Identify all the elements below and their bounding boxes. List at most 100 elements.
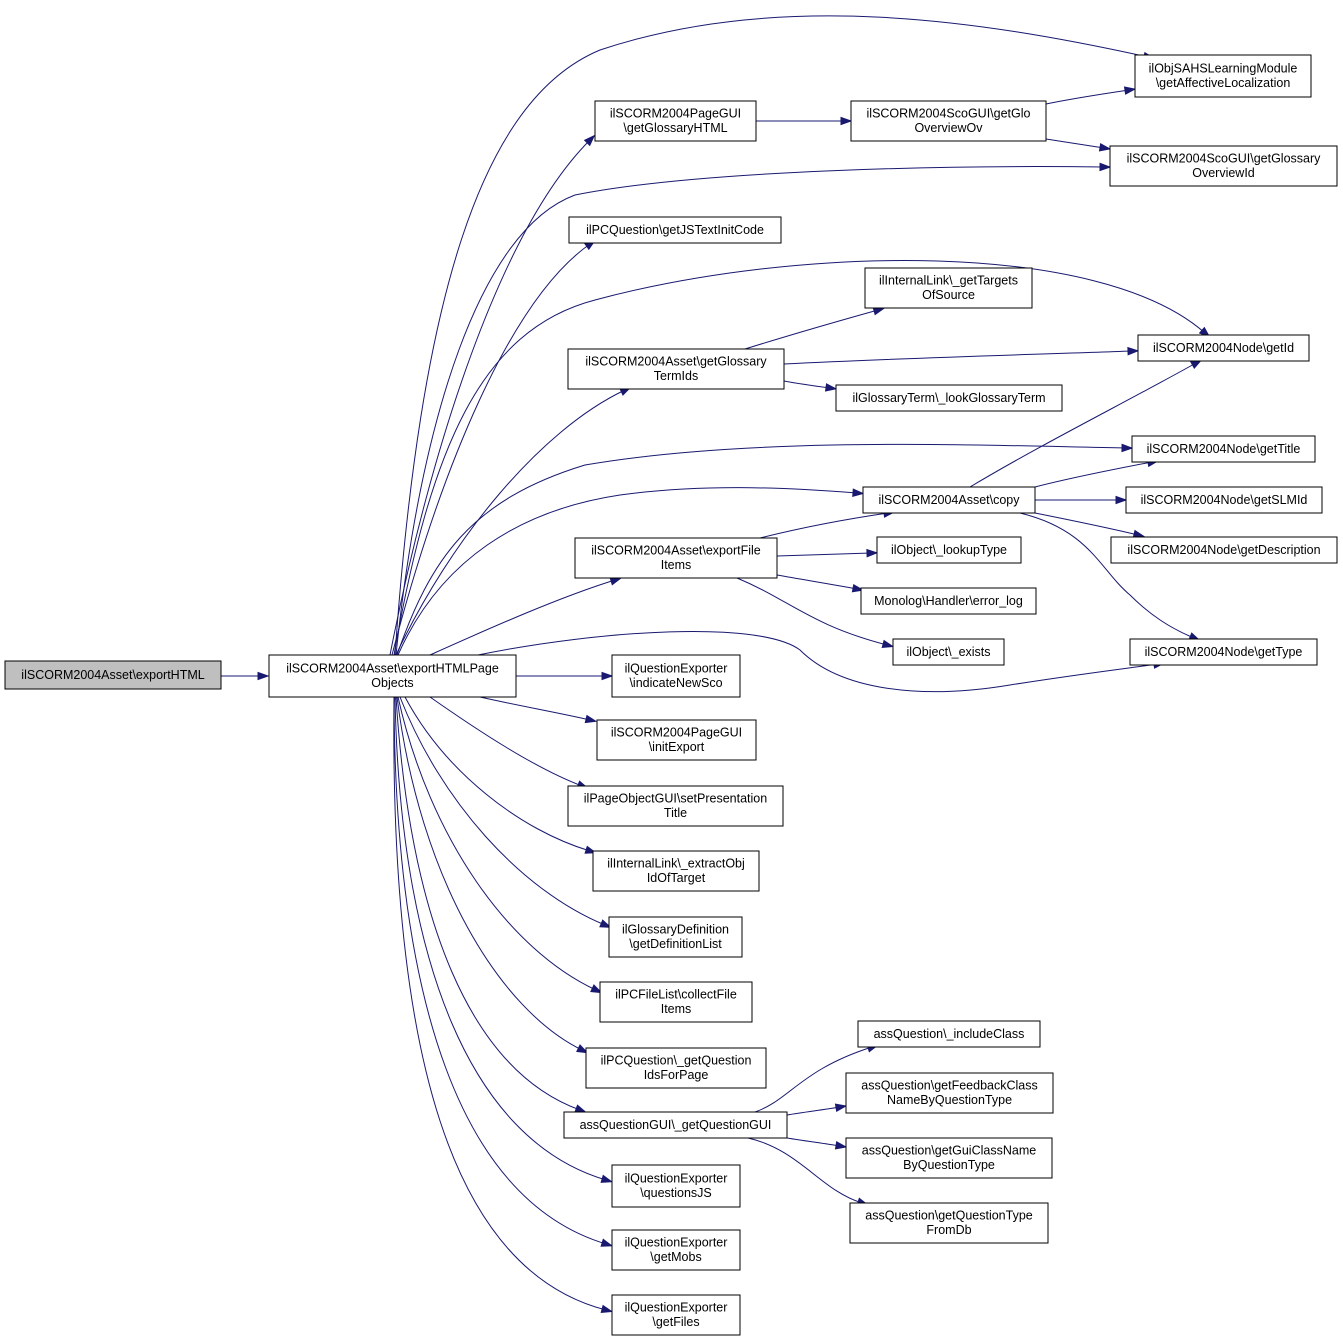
node-box <box>1134 54 1312 98</box>
node-n19[interactable]: ilSCORM2004Node\getType <box>1129 638 1318 666</box>
edge-arrowhead <box>840 116 853 126</box>
edge-arrowhead <box>574 1104 588 1113</box>
node-label: OverviewOv <box>914 121 983 135</box>
edge-arrowhead <box>600 1174 614 1183</box>
node-n34[interactable]: ilQuestionExporter\getFiles <box>611 1294 741 1336</box>
node-label: OverviewId <box>1192 166 1255 180</box>
node-n11[interactable]: ilSCORM2004Node\getTitle <box>1131 435 1316 463</box>
edge-arrowhead <box>866 548 879 558</box>
node-box <box>596 719 757 761</box>
node-label: ilSCORM2004Asset\getGlossary <box>585 355 767 369</box>
node-label: ilSCORM2004Asset\exportHTMLPage <box>286 662 499 676</box>
edge-n29-n30 <box>786 1137 848 1150</box>
node-n13[interactable]: ilSCORM2004Node\getSLMId <box>1125 486 1323 514</box>
node-box <box>592 850 760 892</box>
edge-n3-n5 <box>1045 138 1112 152</box>
edge-arrowhead <box>824 383 838 392</box>
node-box <box>857 1020 1041 1048</box>
node-n29[interactable]: assQuestionGUI\_getQuestionGUI <box>563 1111 788 1139</box>
node-n30[interactable]: assQuestion\getGuiClassNameByQuestionTyp… <box>845 1137 1053 1179</box>
node-label: ilSCORM2004Asset\exportFile <box>591 544 761 558</box>
edge-arrowhead <box>872 307 886 316</box>
edge-n14-n15 <box>776 548 879 558</box>
node-box <box>563 1111 788 1139</box>
node-label: ilSCORM2004ScoGUI\getGlo <box>867 107 1031 121</box>
node-box <box>1131 435 1316 463</box>
node-label: IdsForPage <box>644 1068 709 1082</box>
edge-n1-n33 <box>393 696 614 1247</box>
node-label: ilObjSAHSLearningModule <box>1149 62 1298 76</box>
node-n17[interactable]: Monolog\Handler\error_log <box>860 587 1037 615</box>
edge-arrowhead <box>834 1103 848 1112</box>
node-n4[interactable]: ilObjSAHSLearningModule\getAffectiveLoca… <box>1134 54 1312 98</box>
edge-line <box>783 380 831 389</box>
node-n21[interactable]: ilSCORM2004PageGUI\initExport <box>596 719 757 761</box>
node-box <box>849 1202 1049 1244</box>
node-n32[interactable]: ilQuestionExporter\questionsJS <box>611 1164 741 1208</box>
node-label: ilPCQuestion\_getQuestion <box>601 1054 752 1068</box>
node-box <box>860 587 1037 615</box>
edge-n12-n19 <box>1019 512 1201 641</box>
node-box <box>845 1137 1053 1179</box>
edge-arrowhead <box>834 1141 848 1150</box>
node-n10[interactable]: ilGlossaryTerm\_lookGlossaryTerm <box>835 384 1063 412</box>
edge-arrowhead <box>1123 86 1137 95</box>
node-n2[interactable]: ilSCORM2004PageGUI\getGlossaryHTML <box>594 100 757 142</box>
node-box <box>892 638 1005 666</box>
node-box <box>1137 334 1310 362</box>
edge-arrowhead <box>583 134 596 147</box>
node-n6[interactable]: ilPCQuestion\getJSTextInitCode <box>568 216 782 244</box>
node-n9[interactable]: ilSCORM2004Node\getId <box>1137 334 1310 362</box>
edge-n12-n13 <box>1035 495 1128 505</box>
edge-arrowhead <box>576 1044 589 1054</box>
node-n27[interactable]: assQuestion\_includeClass <box>857 1020 1041 1048</box>
node-n24[interactable]: ilGlossaryDefinition\getDefinitionList <box>608 916 743 958</box>
node-label: assQuestionGUI\_getQuestionGUI <box>580 1118 772 1132</box>
edge-arrowhead <box>609 577 623 586</box>
edge-line <box>396 443 1127 656</box>
node-n33[interactable]: ilQuestionExporter\getMobs <box>611 1229 741 1271</box>
node-n12[interactable]: ilSCORM2004Asset\copy <box>862 486 1036 514</box>
node-label: ilQuestionExporter <box>625 662 728 676</box>
node-n20[interactable]: ilQuestionExporter\indicateNewSco <box>611 654 741 698</box>
edge-n1-n32 <box>394 696 614 1183</box>
edge-n1-n34 <box>393 696 614 1314</box>
edge-n2-n3 <box>756 116 853 126</box>
node-n15[interactable]: ilObject\_lookupType <box>876 536 1022 564</box>
edge-line <box>1045 138 1105 149</box>
node-label: ilSCORM2004Node\getDescription <box>1127 543 1320 557</box>
node-label: Monolog\Handler\error_log <box>874 594 1023 608</box>
node-box <box>4 660 222 690</box>
edge-n8-n10 <box>783 380 838 392</box>
node-label: \getDefinitionList <box>629 937 722 951</box>
node-label: ilSCORM2004Node\getId <box>1153 341 1294 355</box>
edge-line <box>1045 89 1130 105</box>
node-label: ilPCQuestion\getJSTextInitCode <box>586 223 764 237</box>
node-box <box>1110 536 1338 564</box>
edge-n1-n12 <box>397 487 865 656</box>
node-n28[interactable]: assQuestion\getFeedbackClassNameByQuesti… <box>845 1072 1054 1114</box>
edge-line <box>786 1106 841 1116</box>
node-label: assQuestion\getGuiClassName <box>862 1144 1036 1158</box>
edge-line <box>391 243 591 656</box>
node-label: ilQuestionExporter <box>625 1301 728 1315</box>
node-box <box>611 1294 741 1336</box>
edge-line <box>1019 512 1195 639</box>
node-n18[interactable]: ilObject\_exists <box>892 638 1005 666</box>
node-box <box>568 216 782 244</box>
node-label: \initExport <box>649 740 705 754</box>
node-label: \getMobs <box>650 1250 701 1264</box>
edge-line <box>744 309 879 350</box>
node-n16[interactable]: ilSCORM2004Node\getDescription <box>1110 536 1338 564</box>
